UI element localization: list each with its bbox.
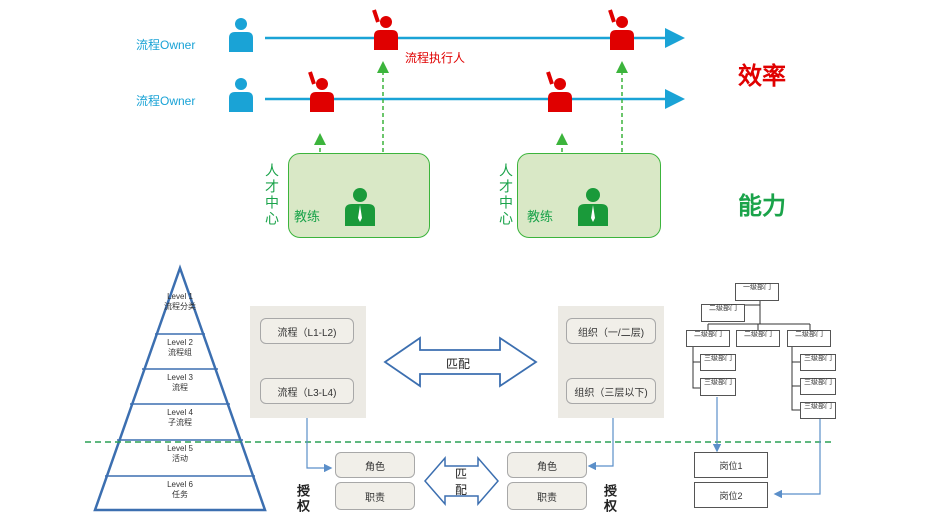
- process-lower: 流程（L3-L4): [260, 378, 354, 404]
- match-double-arrow: [383, 336, 538, 388]
- role-right: 角色: [507, 452, 587, 478]
- org-level2-row-2: 二级部门: [736, 330, 780, 347]
- executor-icon-2: [608, 9, 634, 50]
- executor-icon-3: [308, 71, 334, 112]
- capability-label: 能力: [738, 193, 786, 220]
- role-left: 角色: [335, 452, 415, 478]
- org-level3-left-2: 三级部门: [700, 378, 736, 396]
- auth-right: 授权: [602, 484, 617, 514]
- position-2: 岗位2: [694, 482, 768, 508]
- pyramid: [93, 264, 267, 512]
- match-label-upper: 匹配: [446, 357, 471, 371]
- duty-right: 职责: [507, 482, 587, 510]
- org-level3-right-1: 三级部门: [800, 354, 836, 371]
- executor-icon-1: [372, 9, 398, 50]
- duty-left: 职责: [335, 482, 415, 510]
- auth-left: 授权: [295, 484, 310, 514]
- executor-label: 流程执行人: [405, 51, 466, 65]
- efficiency-label: 效率: [738, 63, 786, 90]
- process-upper: 流程（L1-L2): [260, 318, 354, 344]
- executor-icon-4: [546, 71, 572, 112]
- org-level1: 一级部门: [735, 283, 779, 301]
- coach-label-left: 教练: [294, 209, 321, 224]
- org-level3-right-3: 三级部门: [800, 402, 836, 419]
- match-small-arrow: [424, 455, 499, 507]
- talent-center-left: 人才中心: [264, 163, 280, 227]
- coach-label-right: 教练: [527, 209, 554, 224]
- org-level2-a: 二级部门: [701, 304, 745, 322]
- match-label-lower-1: 匹: [455, 467, 468, 481]
- talent-center-right: 人才中心: [498, 163, 514, 227]
- org-level3-right-2: 三级部门: [800, 378, 836, 395]
- owner-label-2: 流程Owner: [136, 94, 196, 108]
- org-upper: 组织（一/二层): [566, 318, 656, 344]
- match-label-lower-2: 配: [455, 483, 468, 497]
- org-level3-left-1: 三级部门: [700, 354, 736, 371]
- top-diagram: [229, 9, 685, 180]
- coach-icon-right: [578, 188, 608, 226]
- owner-label-1: 流程Owner: [136, 38, 196, 52]
- org-lower: 组织（三层以下): [566, 378, 656, 404]
- coach-icon-left: [345, 188, 375, 226]
- org-level2-row-1: 二级部门: [686, 330, 730, 347]
- position-1: 岗位1: [694, 452, 768, 478]
- org-level2-row-3: 二级部门: [787, 330, 831, 347]
